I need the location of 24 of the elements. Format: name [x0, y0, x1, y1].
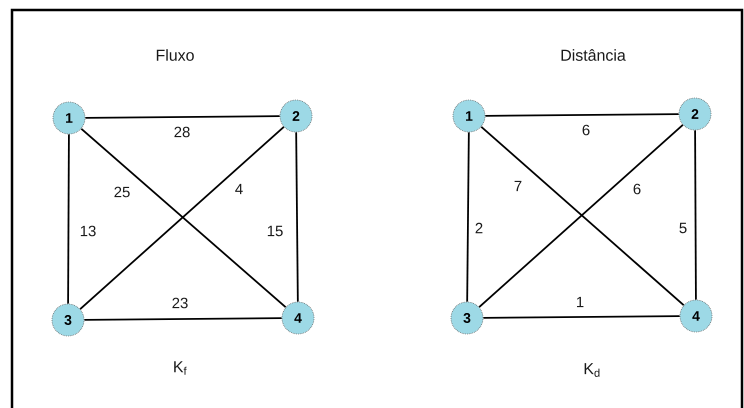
edge-label: 15 [266, 224, 284, 238]
edge-label: 23 [170, 296, 190, 310]
edge-label: 6 [632, 182, 642, 196]
graph-name: K$_{d}$ [584, 363, 600, 377]
edge-label: 6 [580, 124, 592, 136]
edge-line [483, 315, 680, 319]
graph-title: Distância [562, 49, 626, 61]
edge-label: 25 [112, 186, 132, 198]
edge-label: 5 [678, 222, 688, 234]
edge-line [84, 317, 282, 321]
edge-label: 7 [512, 180, 524, 192]
edge-label: 13 [78, 224, 98, 238]
edge-line [694, 130, 697, 300]
edge-label: 4 [234, 182, 244, 196]
edge-line [67, 134, 70, 304]
edge-label: 2 [474, 222, 484, 234]
graph-title: Fluxo [156, 49, 194, 61]
edge-line [466, 132, 470, 302]
edge-line [485, 113, 679, 117]
edge-line [85, 115, 280, 119]
edge-line [295, 132, 299, 302]
edge-label: 1 [574, 296, 586, 308]
edge-label: 28 [172, 126, 192, 138]
graph-name: K$_{f}$ [174, 361, 187, 375]
